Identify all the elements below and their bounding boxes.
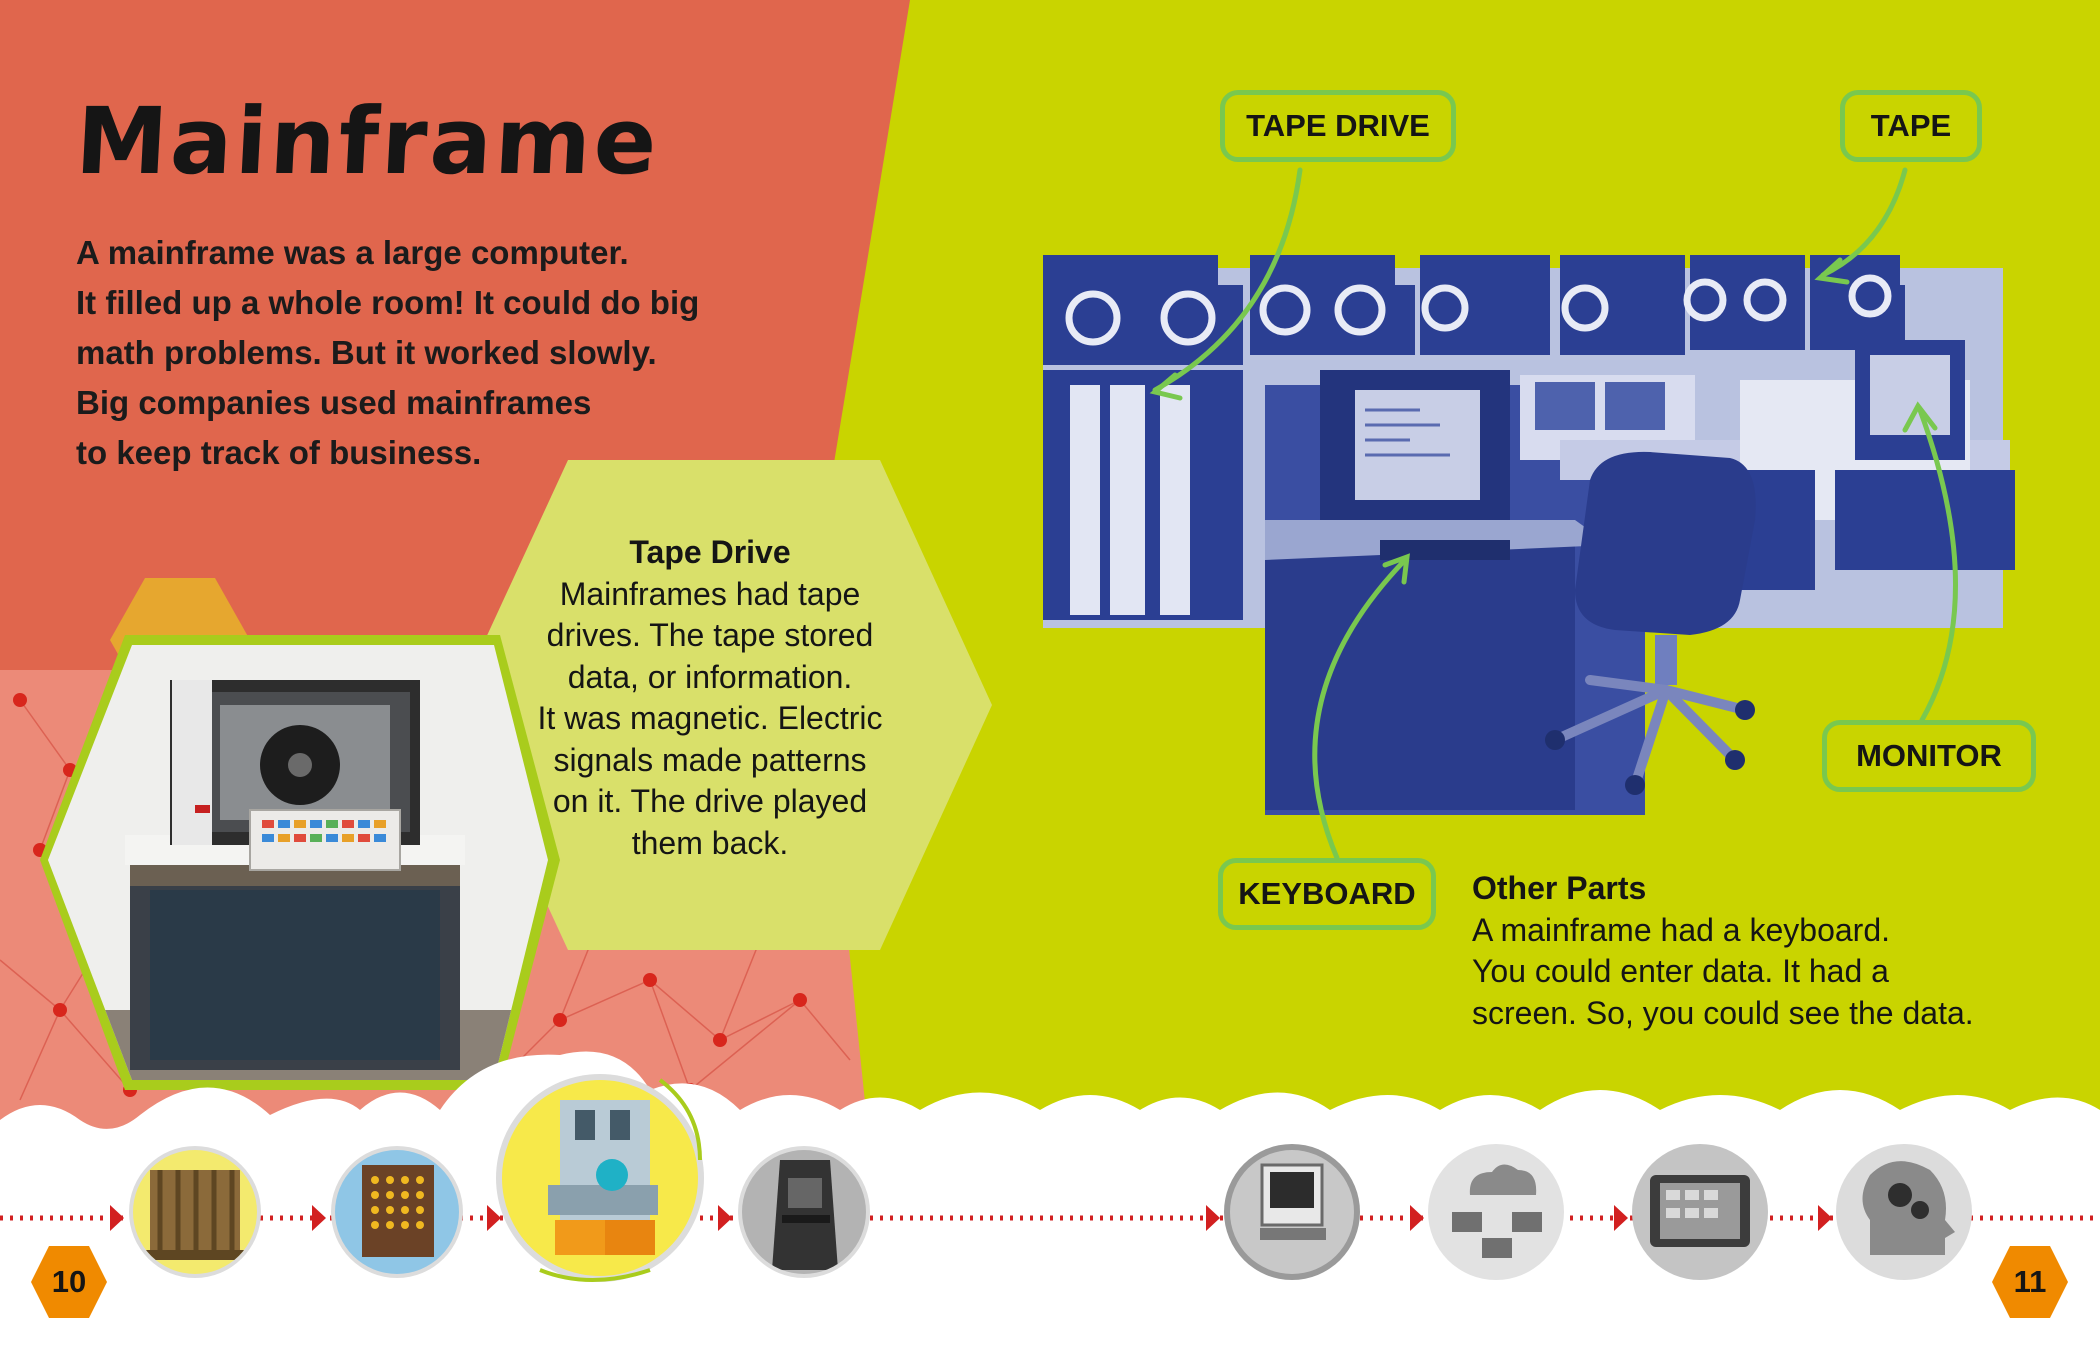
- callout-keyboard: KEYBOARD: [1218, 858, 1436, 930]
- callout-tape: TAPE: [1840, 90, 1982, 162]
- tape-drive-line: drives. The tape stored: [546, 617, 874, 653]
- cloud-network-icon: [1428, 1144, 1564, 1280]
- other-parts-heading: Other Parts: [1472, 870, 1647, 906]
- intro-line: Big companies used mainframes: [76, 384, 592, 421]
- tape-drive-heading: Tape Drive: [629, 534, 791, 570]
- tape-drive-text: Tape Drive Mainframes had tape drives. T…: [500, 532, 920, 864]
- tape-drive-line: on it. The drive played: [552, 783, 868, 819]
- tape-drive-line: Mainframes had tape: [559, 575, 861, 612]
- arcade-cabinet-icon: [738, 1146, 870, 1278]
- tape-drive-line: It was magnetic. Electric: [537, 700, 883, 736]
- page-number-right-label: 11: [2013, 1264, 2047, 1299]
- mainframe-console-icon: [496, 1074, 704, 1282]
- ai-head-gears-icon: [1836, 1144, 1972, 1280]
- intro-line: A mainframe was a large computer.: [76, 234, 629, 271]
- other-parts-text: Other Parts A mainframe had a keyboard. …: [1472, 868, 2032, 1034]
- callout-arrows: [1149, 167, 1958, 861]
- other-parts-line: You could enter data. It had a: [1472, 953, 1889, 989]
- tape-drive-hexagon: [455, 460, 992, 950]
- tape-drive-line: signals made patterns: [553, 741, 867, 778]
- page-title: Mainframe: [73, 88, 663, 195]
- callout-tape-drive: TAPE DRIVE: [1220, 90, 1456, 162]
- intro-line: It filled up a whole room! It could do b…: [76, 284, 700, 321]
- page-number-left: 10: [29, 1242, 109, 1322]
- page-number-right: 11: [1990, 1242, 2070, 1322]
- tape-drive-photo: [48, 645, 548, 1080]
- difference-engine-icon: [129, 1146, 261, 1278]
- timeline-arrows: [110, 1205, 1832, 1231]
- callout-monitor: MONITOR: [1822, 720, 2036, 792]
- tape-drive-line: them back.: [631, 824, 789, 861]
- mainframe-photo: [1043, 255, 2015, 815]
- intro-line: math problems. But it worked slowly.: [76, 334, 657, 371]
- intro-line: to keep track of business.: [76, 434, 482, 471]
- tape-drive-line: data, or information.: [567, 658, 853, 695]
- page-number-left-label: 10: [51, 1264, 87, 1299]
- intro-paragraph: A mainframe was a large computer. It fil…: [76, 228, 776, 478]
- desktop-computer-icon: [1224, 1144, 1360, 1280]
- other-parts-line: A mainframe had a keyboard.: [1472, 911, 1891, 948]
- punch-card-machine-icon: [331, 1146, 463, 1278]
- other-parts-line: screen. So, you could see the data.: [1472, 994, 1974, 1031]
- tablet-icon: [1632, 1144, 1768, 1280]
